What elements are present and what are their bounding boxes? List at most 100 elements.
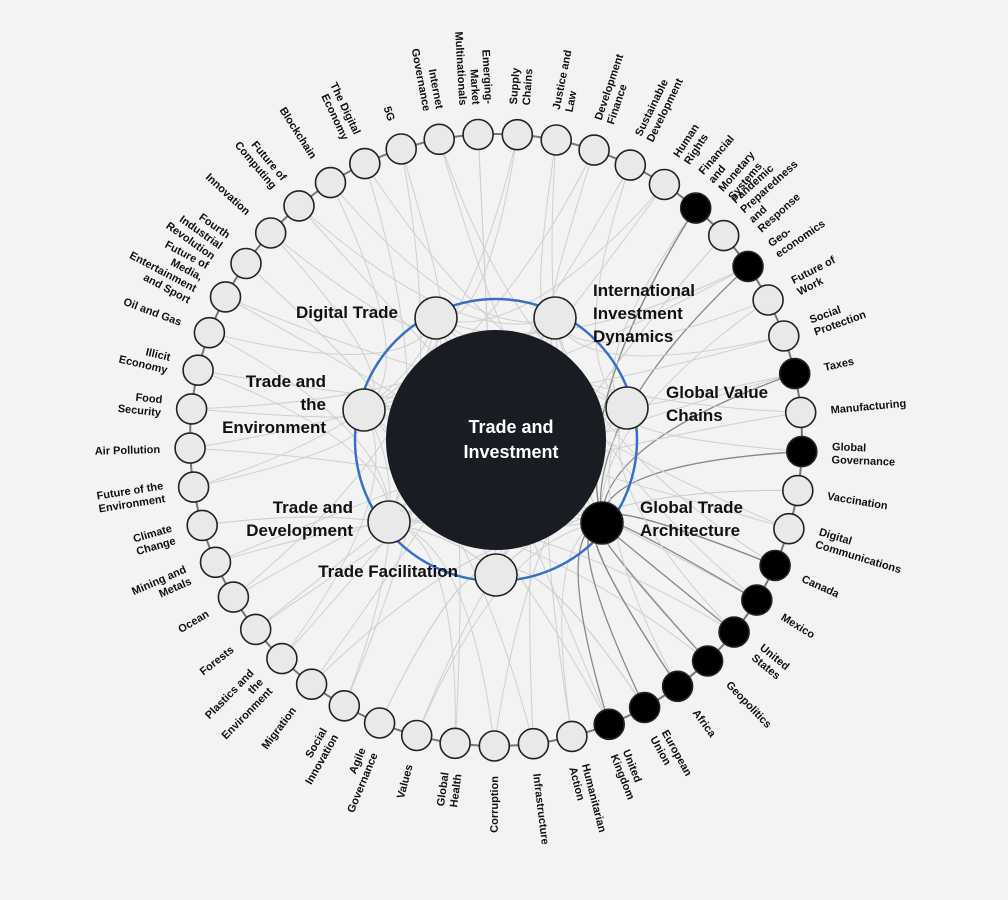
outer-topic-node[interactable]: DevelopmentFinance	[578, 52, 639, 166]
outer-topic-label: Future ofWork	[790, 254, 844, 298]
link-line	[379, 570, 497, 724]
outer-topic-label: InternetGovernance	[409, 45, 445, 112]
outer-topic-label: SustainableDevelopment	[633, 71, 686, 144]
link-line	[438, 139, 628, 409]
outer-topic-node[interactable]: HumanitarianAction	[556, 720, 608, 837]
outer-node-circle	[385, 133, 418, 165]
outer-topic-label-line: Innovation	[203, 171, 252, 218]
outer-node-circle	[295, 668, 328, 701]
link-line	[595, 207, 697, 524]
outer-topic-node[interactable]: FoodSecurity	[117, 390, 208, 425]
outer-topic-node[interactable]: DigitalCommunications	[773, 512, 906, 577]
outer-topic-node[interactable]: Ocean	[176, 581, 250, 636]
outer-node-circle	[254, 217, 287, 249]
outer-node-circle	[199, 546, 232, 579]
inner-node-circle	[533, 296, 577, 340]
outer-node-circle	[400, 719, 433, 752]
inner-node-circle	[367, 500, 411, 544]
outer-topic-node[interactable]: 5G	[381, 105, 418, 165]
outer-topic-label: SupplyChains	[508, 67, 536, 106]
outer-topic-node[interactable]: SocialProtection	[767, 296, 868, 352]
inner-topic-label: Trade Facilitation	[318, 562, 458, 581]
outer-topic-label-line: Food	[135, 392, 163, 407]
outer-topic-node[interactable]: InternetGovernance	[409, 45, 456, 156]
outer-topic-label-line: Migration	[260, 705, 300, 752]
link-line	[435, 134, 518, 320]
outer-topic-node[interactable]: IllicitEconomy	[118, 341, 214, 387]
outer-topic-label-line: Forests	[198, 644, 237, 678]
link-line	[435, 184, 665, 323]
outer-topic-label: Justice andLaw	[551, 49, 587, 113]
inner-node-circle	[414, 296, 458, 340]
outer-topic-label-line: 5G	[381, 105, 397, 123]
outer-node-circle-highlighted	[691, 645, 724, 677]
inner-topic-label-line: Architecture	[640, 521, 740, 540]
outer-topic-label-line: Manufacturing	[830, 398, 907, 417]
outer-topic-node[interactable]: Air Pollution	[95, 432, 206, 464]
outer-topic-label: DevelopmentFinance	[593, 52, 639, 126]
outer-topic-node[interactable]: Future of theEnvironment	[96, 471, 210, 515]
outer-topic-node[interactable]: Manufacturing	[784, 396, 907, 429]
inner-topic-node-tf[interactable]: Trade Facilitation	[318, 553, 518, 597]
outer-topic-node[interactable]: Mexico	[740, 584, 817, 642]
outer-topic-node[interactable]: Canada	[759, 549, 842, 601]
inner-topic-label-line: International	[593, 281, 695, 300]
outer-topic-node[interactable]: Future ofWork	[752, 254, 844, 316]
inner-topic-label-line: Dynamics	[593, 327, 673, 346]
outer-topic-label: Manufacturing	[830, 398, 907, 417]
outer-topic-node[interactable]: The DigitalEconomy	[316, 81, 381, 180]
outer-topic-node[interactable]: AgileGovernance	[333, 707, 396, 815]
outer-topic-node[interactable]: Justice andLaw	[540, 49, 587, 156]
outer-topic-node[interactable]: Oil and Gas	[122, 296, 226, 349]
outer-node-circle-highlighted	[628, 691, 661, 724]
outer-topic-label: Ocean	[176, 608, 211, 636]
outer-topic-node[interactable]: ClimateChange	[131, 509, 218, 558]
outer-topic-node[interactable]: GlobalGovernance	[785, 435, 896, 469]
outer-topic-label: Corruption	[489, 776, 501, 833]
outer-topic-label-line: Africa	[690, 707, 719, 740]
outer-topic-label: Emerging-MarketMultinationals	[452, 30, 494, 106]
outer-node-circle	[186, 509, 218, 542]
outer-topic-label-line: Geopolitics	[723, 679, 773, 731]
outer-topic-label: Taxes	[823, 356, 855, 374]
outer-topic-node[interactable]: Corruption	[478, 730, 511, 833]
outer-topic-node[interactable]: GlobalHealth	[435, 727, 471, 808]
outer-topic-node[interactable]: Forests	[198, 613, 272, 678]
outer-topic-node[interactable]: UnitedStates	[718, 616, 791, 683]
outer-topic-node[interactable]: UnitedKingdom	[593, 708, 648, 802]
link-line	[495, 568, 646, 708]
center-node[interactable]: Trade and Investment	[386, 330, 606, 550]
outer-node-circle	[209, 281, 242, 313]
outer-node-circle	[462, 118, 494, 151]
outer-topic-label-line: Health	[448, 773, 464, 808]
outer-node-circle	[230, 247, 262, 280]
outer-topic-label: FoodSecurity	[117, 390, 164, 419]
outer-topic-node[interactable]: Vaccination	[781, 474, 889, 513]
outer-topic-label: 5G	[381, 105, 397, 123]
outer-topic-label: Vaccination	[826, 491, 889, 513]
link-line	[416, 522, 603, 736]
outer-topic-node[interactable]: Taxes	[778, 356, 855, 390]
inner-topic-label-line: Digital Trade	[296, 303, 398, 322]
outer-topic-node[interactable]: Infrastructure	[517, 727, 551, 846]
link-line	[388, 521, 456, 744]
inner-topic-node-digital[interactable]: Digital Trade	[296, 296, 458, 340]
inner-topic-label-line: Trade and	[273, 498, 353, 517]
outer-topic-node[interactable]: SupplyChains	[501, 67, 536, 151]
outer-topic-node[interactable]: Mining andMetals	[130, 546, 232, 610]
inner-node-circle	[605, 386, 649, 430]
outer-topic-node[interactable]: Values	[395, 719, 433, 800]
outer-topic-label-line: Mexico	[779, 612, 817, 642]
outer-topic-label: Blockchain	[277, 105, 319, 161]
outer-topic-node[interactable]: Emerging-MarketMultinationals	[452, 30, 494, 151]
outer-topic-label: IllicitEconomy	[118, 341, 173, 377]
outer-topic-label-line: Law	[564, 89, 580, 113]
outer-node-circle	[767, 320, 800, 352]
